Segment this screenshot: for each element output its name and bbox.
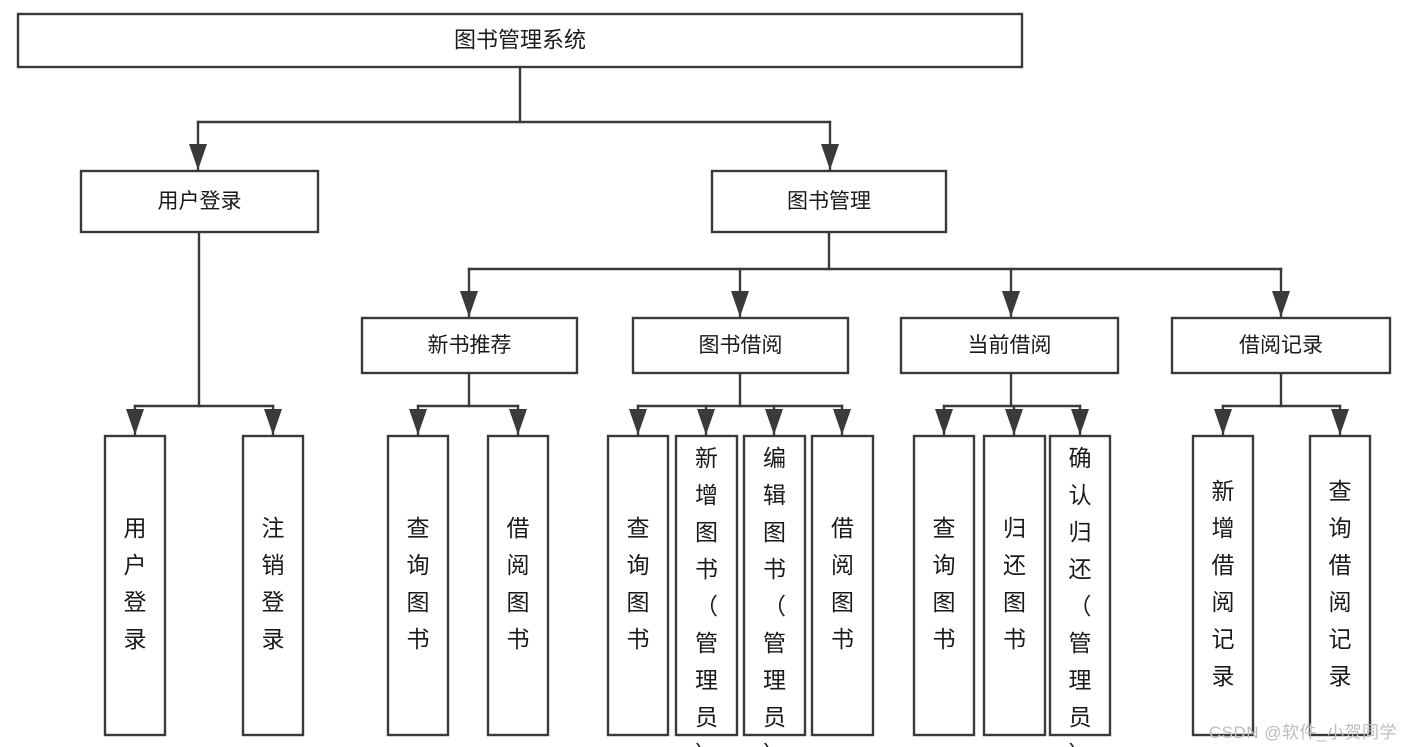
node-leaf-add-book[interactable]: 新增图书（管理员） — [674, 434, 739, 747]
node-leaf-query-book-1[interactable]: 查询图书 — [386, 434, 450, 737]
node-box[interactable] — [103, 434, 167, 737]
arrow-head-icon — [765, 409, 783, 435]
node-box[interactable] — [79, 169, 320, 234]
node-box[interactable] — [1191, 434, 1255, 737]
arrow-head-icon — [126, 409, 144, 435]
node-box[interactable] — [241, 434, 305, 737]
arrow-head-icon — [1272, 291, 1290, 317]
node-label: 确认归还（管理员） — [1069, 445, 1092, 747]
node-label: 当前借阅 — [968, 334, 1052, 357]
node-box[interactable] — [360, 316, 579, 375]
node-label: 查询借阅记录 — [1329, 478, 1352, 689]
arrow-head-icon — [821, 144, 839, 170]
node-label: 借阅图书 — [507, 515, 530, 652]
arrow-head-icon — [1071, 409, 1089, 435]
node-leaf-confirm-return[interactable]: 确认归还（管理员） — [1048, 434, 1112, 747]
node-label: 查询图书 — [627, 515, 650, 652]
node-label: 归还图书 — [1003, 515, 1026, 652]
node-book-manage[interactable]: 图书管理 — [710, 169, 948, 234]
arrow-head-icon — [509, 409, 527, 435]
arrow-head-icon — [1214, 409, 1232, 435]
node-label: 图书管理系统 — [454, 27, 586, 52]
node-box[interactable] — [982, 434, 1047, 737]
arrow-head-icon — [731, 291, 749, 317]
node-current-borrow[interactable]: 当前借阅 — [899, 316, 1120, 375]
node-label: 查询图书 — [933, 515, 956, 652]
node-leaf-borrow-book-2[interactable]: 借阅图书 — [810, 434, 875, 737]
arrow-head-icon — [629, 409, 647, 435]
node-borrow-record[interactable]: 借阅记录 — [1170, 316, 1392, 375]
node-box[interactable] — [1170, 316, 1392, 375]
arrow-head-icon — [1331, 409, 1349, 435]
node-layer: 图书管理系统用户登录图书管理新书推荐图书借阅当前借阅借阅记录用户登录注销登录查询… — [16, 12, 1392, 747]
node-box[interactable] — [742, 434, 807, 737]
node-box[interactable] — [899, 316, 1120, 375]
node-box[interactable] — [486, 434, 550, 737]
node-label: 注销登录 — [262, 515, 285, 652]
watermark-label: CSDN @软件_小贺同学 — [1208, 723, 1397, 742]
node-label: 图书借阅 — [699, 334, 783, 357]
node-leaf-return-book[interactable]: 归还图书 — [982, 434, 1047, 737]
node-label: 用户登录 — [158, 190, 242, 213]
node-label: 用户登录 — [124, 515, 147, 652]
arrow-head-icon — [935, 409, 953, 435]
node-box[interactable] — [631, 316, 850, 375]
node-box[interactable] — [16, 12, 1024, 69]
node-box[interactable] — [1308, 434, 1372, 737]
node-leaf-edit-book[interactable]: 编辑图书（管理员） — [742, 434, 807, 747]
node-leaf-borrow-book-1[interactable]: 借阅图书 — [486, 434, 550, 737]
node-leaf-query-book-3[interactable]: 查询图书 — [912, 434, 976, 737]
node-leaf-user-login[interactable]: 用户登录 — [103, 434, 167, 737]
node-label: 图书管理 — [787, 190, 871, 213]
arrow-head-icon — [833, 409, 851, 435]
node-user-login[interactable]: 用户登录 — [79, 169, 320, 234]
node-box[interactable] — [710, 169, 948, 234]
node-label: 新书推荐 — [428, 334, 512, 357]
node-label: 借阅记录 — [1239, 334, 1323, 357]
node-box[interactable] — [606, 434, 670, 737]
connector-layer — [126, 65, 1349, 436]
node-new-book-recommend[interactable]: 新书推荐 — [360, 316, 579, 375]
node-leaf-query-book-2[interactable]: 查询图书 — [606, 434, 670, 737]
node-label: 新增借阅记录 — [1212, 478, 1235, 689]
arrow-head-icon — [697, 409, 715, 435]
node-root[interactable]: 图书管理系统 — [16, 12, 1024, 69]
node-label: 编辑图书（管理员） — [763, 445, 786, 747]
arrow-head-icon — [409, 409, 427, 435]
node-label: 新增图书（管理员） — [695, 445, 718, 747]
node-box[interactable] — [1048, 434, 1112, 737]
arrow-head-icon — [460, 291, 478, 317]
node-leaf-add-record[interactable]: 新增借阅记录 — [1191, 434, 1255, 737]
node-box[interactable] — [810, 434, 875, 737]
arrow-head-icon — [1002, 291, 1020, 317]
node-book-borrow[interactable]: 图书借阅 — [631, 316, 850, 375]
node-label: 查询图书 — [407, 515, 430, 652]
arrow-head-icon — [264, 409, 282, 435]
node-box[interactable] — [386, 434, 450, 737]
node-box[interactable] — [912, 434, 976, 737]
arrow-head-icon — [1005, 409, 1023, 435]
node-leaf-query-record[interactable]: 查询借阅记录 — [1308, 434, 1372, 737]
node-label: 借阅图书 — [831, 515, 854, 652]
node-leaf-user-logout[interactable]: 注销登录 — [241, 434, 305, 737]
arrow-head-icon — [189, 144, 207, 170]
node-box[interactable] — [674, 434, 739, 737]
